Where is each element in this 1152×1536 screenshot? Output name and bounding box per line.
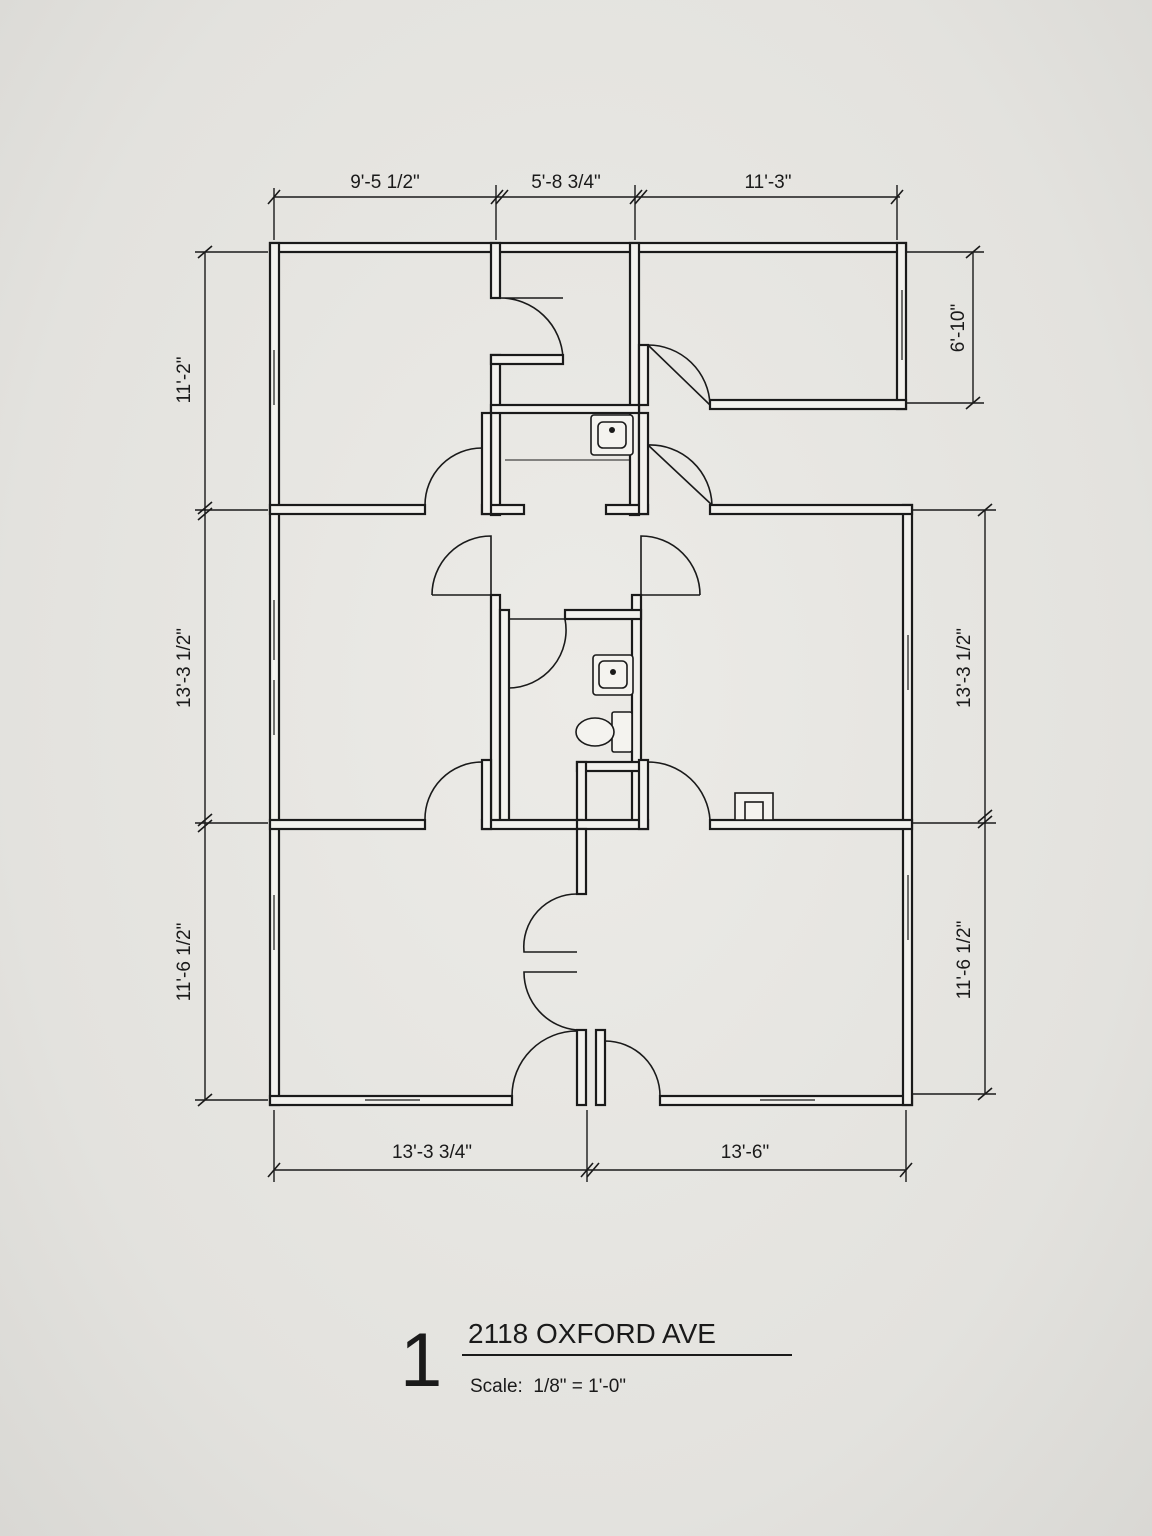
- dim-label-left-middle: 13'-3 1/2": [174, 628, 195, 708]
- scale-label: Scale:: [470, 1376, 523, 1397]
- dim-label-top-middle: 5'-8 3/4": [531, 172, 601, 193]
- tick-left-2b: [197, 507, 213, 521]
- exterior-wall-right-lower: [901, 503, 914, 1107]
- fireplace-inner: [744, 801, 764, 821]
- door-closet-top: [499, 297, 564, 359]
- tick-bottom-3: [899, 1162, 913, 1178]
- scale-value: 1/8" = 1'-0": [533, 1376, 627, 1397]
- sink-bath-drain: [610, 669, 616, 675]
- title-block: 1 2118 OXFORD AVE Scale: 1/8" = 1'-0": [400, 1316, 820, 1416]
- windows: [273, 290, 909, 1101]
- dim-label-right-small: 6'-10": [948, 304, 969, 352]
- partition-a: [489, 241, 502, 300]
- project-name: 2118 OXFORD AVE: [468, 1318, 716, 1349]
- partition-b: [489, 353, 502, 517]
- exterior-wall-top: [268, 241, 908, 254]
- entry-post-left: [575, 1028, 588, 1107]
- scale-note: Scale: 1/8" = 1'-0": [470, 1376, 626, 1398]
- tick-bottom-2a: [580, 1162, 594, 1178]
- door-entry-right: [604, 1040, 661, 1097]
- wall-upper-right-room-bottom: [708, 398, 908, 411]
- tick-left-4: [197, 1093, 213, 1107]
- fixtures: [505, 414, 634, 753]
- tick-top-4: [890, 189, 904, 205]
- closet-bottom-wall: [489, 353, 565, 366]
- bath-wall-top: [563, 608, 643, 621]
- entry-post-right: [594, 1028, 607, 1107]
- room-divider-left-lower: [268, 818, 427, 831]
- lower-partition-top: [575, 827, 588, 896]
- door-entry-left: [511, 1030, 578, 1097]
- dim-label-right-lower: 11'-6 1/2": [954, 921, 975, 1000]
- door-bath: [508, 618, 567, 689]
- sink-upper-basin: [597, 421, 627, 449]
- dimension-lines: [195, 185, 996, 1182]
- tick-top-3a: [629, 189, 643, 205]
- tick-right-small-1: [965, 245, 981, 259]
- tick-top-3b: [634, 189, 648, 205]
- dim-label-top-right: 11'-3": [745, 172, 792, 193]
- room-divider-left-upper: [268, 503, 427, 516]
- partition-g: [480, 758, 493, 831]
- room-divider-right-lower: [708, 818, 914, 831]
- tick-right-2b: [977, 815, 993, 829]
- tick-right-2a: [977, 809, 993, 823]
- tick-left-2a: [197, 501, 213, 515]
- closet-small-left: [575, 760, 588, 823]
- tick-left-3b: [197, 819, 213, 833]
- hall-bottom-left: [480, 818, 584, 831]
- door-hall-left: [431, 535, 492, 596]
- door-hall-right: [647, 444, 713, 506]
- dimension-labels: 9'-5 1/2" 5'-8 3/4" 11'-3" 6'-10" 11'-2"…: [174, 172, 975, 1163]
- tick-top-1: [267, 189, 281, 205]
- tick-bottom-2b: [586, 1162, 600, 1178]
- hall-bottom-right: [575, 818, 650, 831]
- door-hall-right-double: [640, 535, 701, 596]
- dim-label-left-lower: 11'-6 1/2": [174, 923, 195, 1002]
- toilet-bowl: [575, 717, 615, 747]
- door-left-upper: [424, 447, 483, 506]
- doors: [424, 297, 713, 1097]
- dim-label-bottom-right: 13'-6": [721, 1142, 769, 1163]
- tick-bottom-1: [267, 1162, 281, 1178]
- tick-right-1: [977, 503, 993, 517]
- door-left-middle: [424, 761, 483, 821]
- title-underline: [462, 1354, 792, 1356]
- partition-h: [637, 758, 650, 831]
- sheet-number: 1: [400, 1318, 443, 1403]
- walls: [268, 241, 914, 1107]
- partition-d: [637, 343, 650, 407]
- tick-top-2b: [495, 189, 509, 205]
- door-upper-right: [647, 344, 711, 406]
- tick-left-3a: [197, 813, 213, 827]
- dim-label-bottom-left: 13'-3 3/4": [392, 1142, 472, 1163]
- door-lower-upper-leaf: [522, 893, 578, 953]
- bath-wall-left-inner: [498, 608, 511, 823]
- partition-f: [480, 411, 493, 516]
- bath-wall-left-outer: [489, 593, 502, 823]
- dim-label-right-middle: 13'-3 1/2": [954, 628, 975, 708]
- door-lower-lower-leaf: [523, 971, 578, 1031]
- dim-label-top-left: 9'-5 1/2": [350, 172, 420, 193]
- tick-left-1: [197, 245, 213, 259]
- partition-e: [637, 411, 650, 516]
- toilet-tank: [611, 711, 633, 753]
- dim-label-left-upper: 11'-2": [174, 357, 195, 404]
- tick-right-3: [977, 1087, 993, 1101]
- tick-top-2a: [490, 189, 504, 205]
- sink-upper-drain: [609, 427, 615, 433]
- hall-top-wall: [489, 403, 641, 415]
- tick-right-small-2: [965, 396, 981, 410]
- wall-right-room-top: [708, 503, 914, 516]
- door-right-middle: [647, 761, 711, 821]
- partition-c: [628, 241, 641, 517]
